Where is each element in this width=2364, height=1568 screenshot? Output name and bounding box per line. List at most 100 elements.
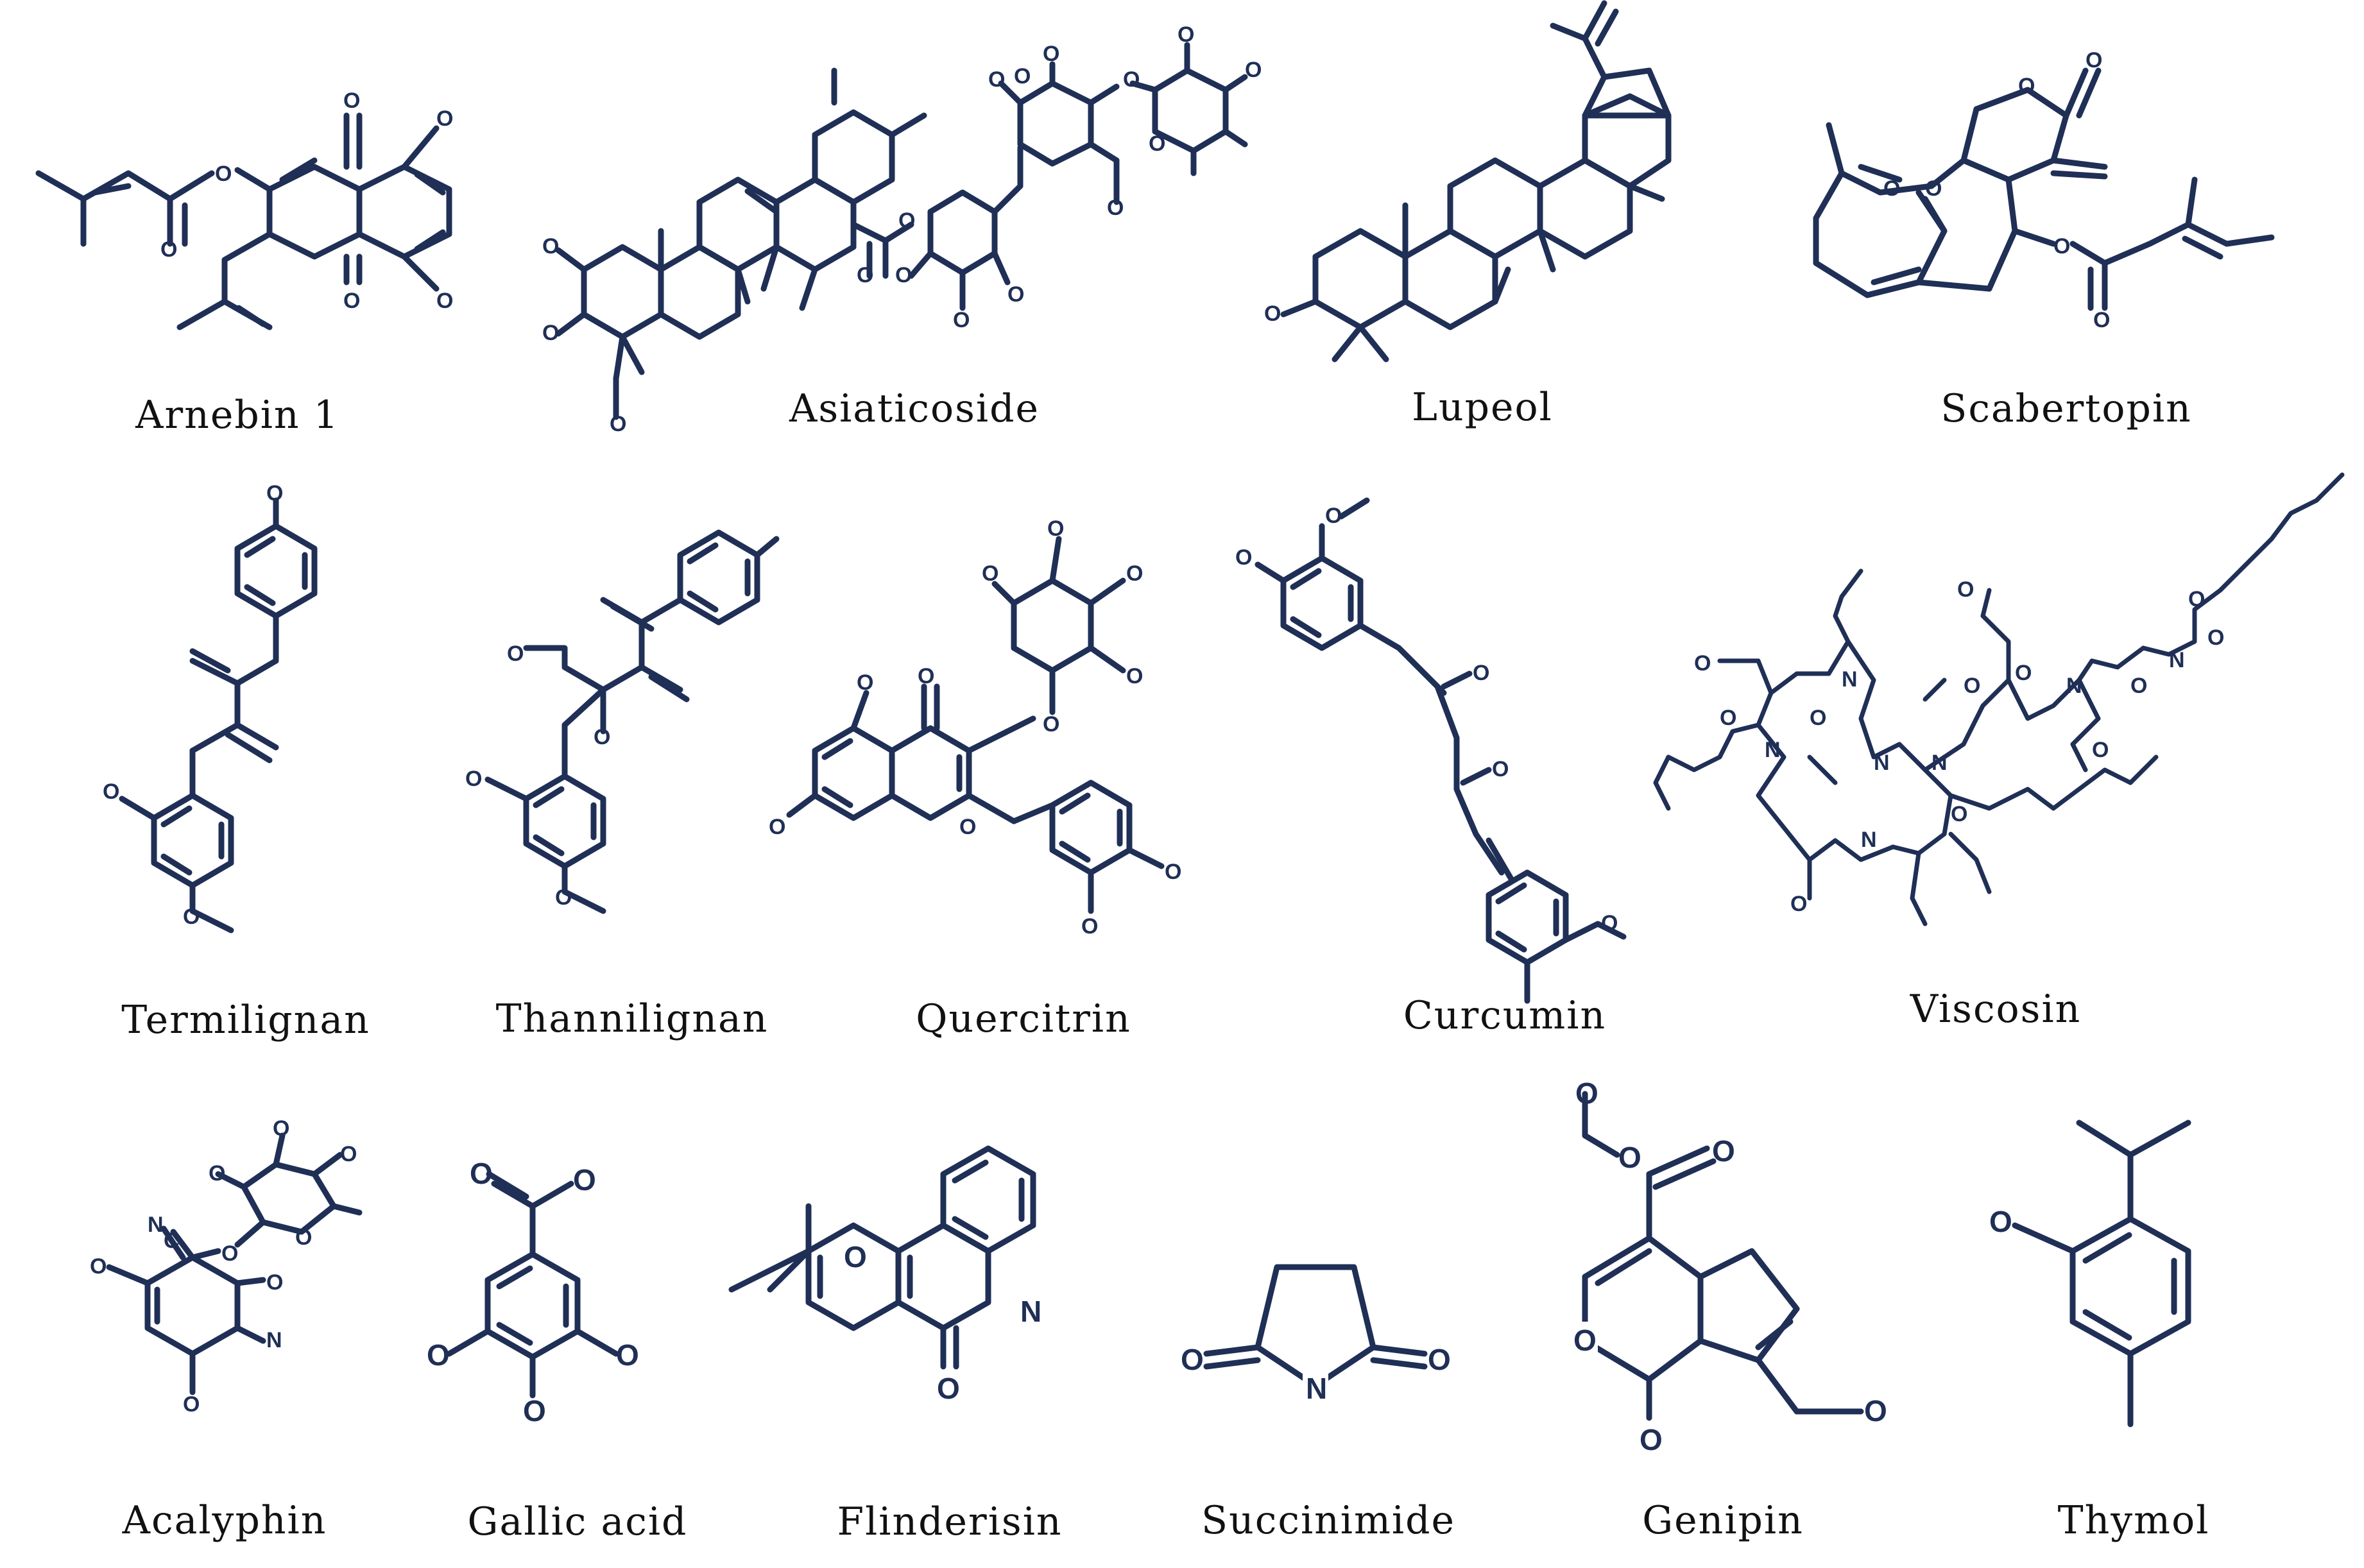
svg-text:O: O	[555, 885, 572, 910]
structure-asiaticoside: O O O O O O O O O O O O O O O O	[542, 22, 1262, 436]
svg-text:N: N	[266, 1328, 282, 1352]
svg-text:O: O	[507, 642, 524, 666]
svg-text:O: O	[1043, 42, 1059, 66]
svg-text:N: N	[1306, 1372, 1327, 1405]
svg-text:O: O	[616, 1338, 639, 1372]
svg-text:O: O	[573, 1163, 596, 1197]
svg-text:O: O	[1047, 516, 1064, 541]
svg-text:O: O	[2092, 738, 2109, 762]
svg-text:O: O	[2018, 74, 2035, 98]
svg-text:O: O	[1428, 1343, 1451, 1376]
caption-genipin: Genipin	[1642, 1498, 1804, 1543]
svg-text:O: O	[427, 1338, 450, 1372]
svg-text:O: O	[295, 1225, 312, 1250]
svg-text:O: O	[1081, 914, 1098, 939]
structure-viscosin: O N O O N N N O O N O O O O N O N O O	[1653, 472, 2345, 926]
svg-text:O: O	[1473, 661, 1489, 685]
structure-thymol: O	[1989, 1120, 2191, 1427]
svg-text:O: O	[1864, 1394, 1887, 1427]
svg-text:O: O	[1149, 132, 1165, 156]
svg-text:C: C	[164, 1229, 180, 1253]
svg-text:N: N	[1931, 751, 1948, 775]
svg-text:O: O	[1640, 1423, 1663, 1456]
svg-text:O: O	[343, 289, 360, 313]
svg-text:O: O	[988, 67, 1005, 92]
svg-text:O: O	[1989, 1205, 2012, 1238]
caption-thannilignan: Thannilignan	[495, 996, 769, 1041]
svg-text:N: N	[148, 1213, 164, 1237]
svg-text:O: O	[343, 89, 360, 113]
svg-text:O: O	[959, 815, 976, 839]
structure-scabertopin: O O O O O O	[1813, 48, 2275, 332]
structure-gallic-acid: O O O O O	[427, 1157, 639, 1427]
structure-arnebin-1: O O O O O O	[35, 89, 453, 330]
svg-text:O: O	[1618, 1141, 1641, 1174]
svg-text:O: O	[937, 1372, 960, 1405]
svg-text:N: N	[1874, 751, 1890, 775]
svg-text:O: O	[1720, 706, 1736, 730]
svg-text:O: O	[844, 1240, 867, 1274]
structure-curcumin: O O O O O	[1235, 497, 1627, 1004]
caption-scabertopin: Scabertopin	[1940, 386, 2192, 431]
svg-text:N: N	[2066, 674, 2082, 698]
svg-text:O: O	[103, 780, 119, 804]
svg-text:O: O	[1235, 545, 1252, 570]
svg-text:O: O	[2093, 308, 2110, 332]
svg-text:O: O	[1810, 706, 1826, 730]
structure-lupeol: O	[1264, 0, 1672, 362]
svg-text:O: O	[1957, 577, 1974, 602]
svg-text:N: N	[1861, 828, 1877, 852]
caption-acalyphin: Acalyphin	[122, 1498, 327, 1543]
caption-succinimide: Succinimide	[1201, 1498, 1455, 1543]
svg-text:O: O	[90, 1254, 107, 1279]
svg-text:O: O	[1925, 176, 1942, 201]
svg-text:O: O	[1325, 504, 1342, 528]
svg-text:O: O	[340, 1142, 357, 1166]
svg-text:O: O	[221, 1241, 238, 1266]
svg-text:O: O	[2130, 674, 2147, 698]
structure-acalyphin: N C O O O O O O O N O	[90, 1116, 363, 1417]
svg-text:N: N	[1020, 1295, 1041, 1328]
svg-text:O: O	[1123, 67, 1140, 92]
svg-text:O: O	[1107, 196, 1124, 220]
svg-text:O: O	[436, 289, 453, 313]
svg-text:O: O	[857, 670, 873, 695]
structure-termilignan: O O O	[103, 481, 318, 933]
svg-text:O: O	[1126, 664, 1143, 688]
svg-text:O: O	[209, 1161, 225, 1186]
svg-text:O: O	[1883, 176, 1900, 201]
svg-text:O: O	[1492, 757, 1509, 781]
caption-gallic-acid: Gallic acid	[467, 1499, 688, 1544]
svg-text:O: O	[895, 263, 912, 287]
svg-text:N: N	[1842, 667, 1858, 692]
svg-text:O: O	[2086, 48, 2102, 72]
svg-text:O: O	[1165, 860, 1181, 884]
svg-text:O: O	[1264, 302, 1281, 326]
caption-curcumin: Curcumin	[1403, 993, 1607, 1038]
svg-text:O: O	[215, 162, 232, 186]
svg-text:O: O	[1181, 1343, 1204, 1376]
svg-text:O: O	[1245, 58, 1262, 82]
svg-text:O: O	[982, 561, 998, 586]
svg-text:O: O	[1575, 1077, 1598, 1110]
caption-arnebin-1: Arnebin 1	[135, 393, 339, 438]
svg-text:O: O	[465, 767, 482, 791]
svg-text:O: O	[2053, 234, 2070, 259]
svg-text:O: O	[542, 321, 559, 345]
svg-text:O: O	[183, 1392, 200, 1417]
svg-text:O: O	[1007, 282, 1024, 307]
caption-thymol: Thymol	[2057, 1498, 2210, 1543]
caption-termilignan: Termilignan	[121, 998, 370, 1043]
svg-text:O: O	[436, 107, 453, 131]
svg-text:O: O	[2207, 626, 2224, 650]
svg-text:O: O	[470, 1157, 493, 1190]
svg-text:O: O	[266, 1270, 283, 1295]
svg-text:O: O	[1790, 892, 1807, 916]
structure-quercitrin: O O O O O O O O O O O	[769, 516, 1181, 939]
svg-text:N: N	[1765, 738, 1781, 762]
svg-text:O: O	[1178, 22, 1194, 47]
svg-text:O: O	[1951, 802, 1967, 826]
svg-text:O: O	[1601, 911, 1618, 935]
